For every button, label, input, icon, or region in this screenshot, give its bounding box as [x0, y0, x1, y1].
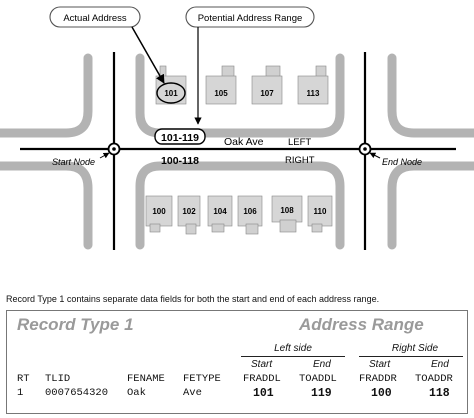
curb-bottom-left — [0, 161, 93, 250]
actual-address-callout: Actual Address — [49, 6, 141, 28]
start-node-label: Start Node — [52, 157, 95, 167]
building-101: 101 — [155, 65, 187, 105]
building-number: 105 — [214, 89, 228, 98]
left-side-heading: Left side — [274, 343, 312, 354]
block-curbs — [0, 53, 474, 250]
record-title: Record Type 1 — [17, 315, 134, 334]
toaddr-header: TOADDR — [415, 373, 453, 385]
right-range-label: 100-118 — [161, 155, 199, 167]
actual-address-ring — [156, 82, 186, 104]
building-number: 110 — [314, 207, 327, 216]
left-range-box — [154, 128, 206, 145]
north-buildings: 101 105 107 113 — [155, 65, 329, 105]
fraddr-value: 100 — [371, 387, 392, 400]
building-number: 102 — [182, 207, 196, 216]
right-end-heading: End — [431, 359, 449, 370]
right-side-label: RIGHT — [285, 155, 315, 166]
south-buildings: 100 102 104 106 108 110 — [145, 195, 333, 235]
curb-top-right — [387, 53, 474, 138]
building-104: 104 — [207, 195, 233, 233]
toaddl-value: 119 — [311, 387, 332, 400]
building-number: 108 — [280, 206, 294, 215]
building-number: 113 — [307, 89, 320, 98]
building-number: 107 — [260, 89, 274, 98]
building-number: 101 — [164, 89, 178, 98]
fraddr-header: FRADDR — [359, 373, 397, 385]
fraddl-value: 101 — [253, 387, 274, 400]
record-type-1-panel: Record Type 1 Address Range Left side Ri… — [6, 310, 468, 414]
building-106: 106 — [237, 195, 263, 235]
building-105: 105 — [205, 65, 237, 105]
curb-top-middle — [135, 53, 345, 138]
tlid-value: 0007654320 — [45, 387, 109, 399]
actual-address-leader — [131, 26, 165, 84]
fraddl-header: FRADDL — [243, 373, 281, 385]
curb-bottom-middle — [135, 161, 345, 250]
right-side-heading: Right Side — [391, 343, 439, 354]
toaddr-value: 118 — [429, 387, 450, 400]
building-number: 100 — [152, 207, 166, 216]
left-side-rule — [241, 356, 345, 357]
end-node-label: End Node — [382, 157, 422, 167]
left-start-heading: Start — [251, 359, 273, 370]
building-113: 113 — [297, 65, 329, 105]
building-number: 106 — [243, 207, 257, 216]
start-node — [107, 142, 121, 156]
building-107: 107 — [251, 65, 283, 105]
start-node-leader — [99, 152, 110, 159]
street-map-diagram: 101 105 107 113 100 102 — [0, 6, 474, 250]
tlid-header: TLID — [45, 373, 71, 385]
left-side-label: LEFT — [288, 137, 311, 148]
curb-top-left — [0, 53, 93, 138]
street-name-label: Oak Ave — [224, 136, 264, 148]
end-node — [358, 142, 372, 156]
building-108: 108 — [271, 195, 303, 233]
end-node-leader — [369, 152, 381, 159]
address-range-title: Address Range — [299, 315, 424, 334]
fename-value: Oak — [127, 387, 146, 399]
potential-range-callout: Potential Address Range — [185, 6, 315, 28]
left-range-label: 101-119 — [161, 132, 199, 144]
fename-header: FENAME — [127, 373, 165, 385]
building-100: 100 — [145, 195, 173, 233]
rt-header: RT — [17, 373, 30, 385]
fetype-value: Ave — [183, 387, 202, 399]
fetype-header: FETYPE — [183, 373, 221, 385]
curb-bottom-right — [387, 161, 474, 250]
building-110: 110 — [307, 195, 333, 233]
potential-range-label: Potential Address Range — [198, 13, 303, 24]
record-caption: Record Type 1 contains separate data fie… — [6, 294, 380, 304]
right-start-heading: Start — [369, 359, 391, 370]
actual-address-label: Actual Address — [63, 13, 127, 24]
right-side-rule — [359, 356, 463, 357]
building-number: 104 — [213, 207, 227, 216]
rt-value: 1 — [17, 387, 24, 399]
left-end-heading: End — [313, 359, 331, 370]
building-102: 102 — [177, 195, 201, 235]
toaddl-header: TOADDL — [299, 373, 337, 385]
